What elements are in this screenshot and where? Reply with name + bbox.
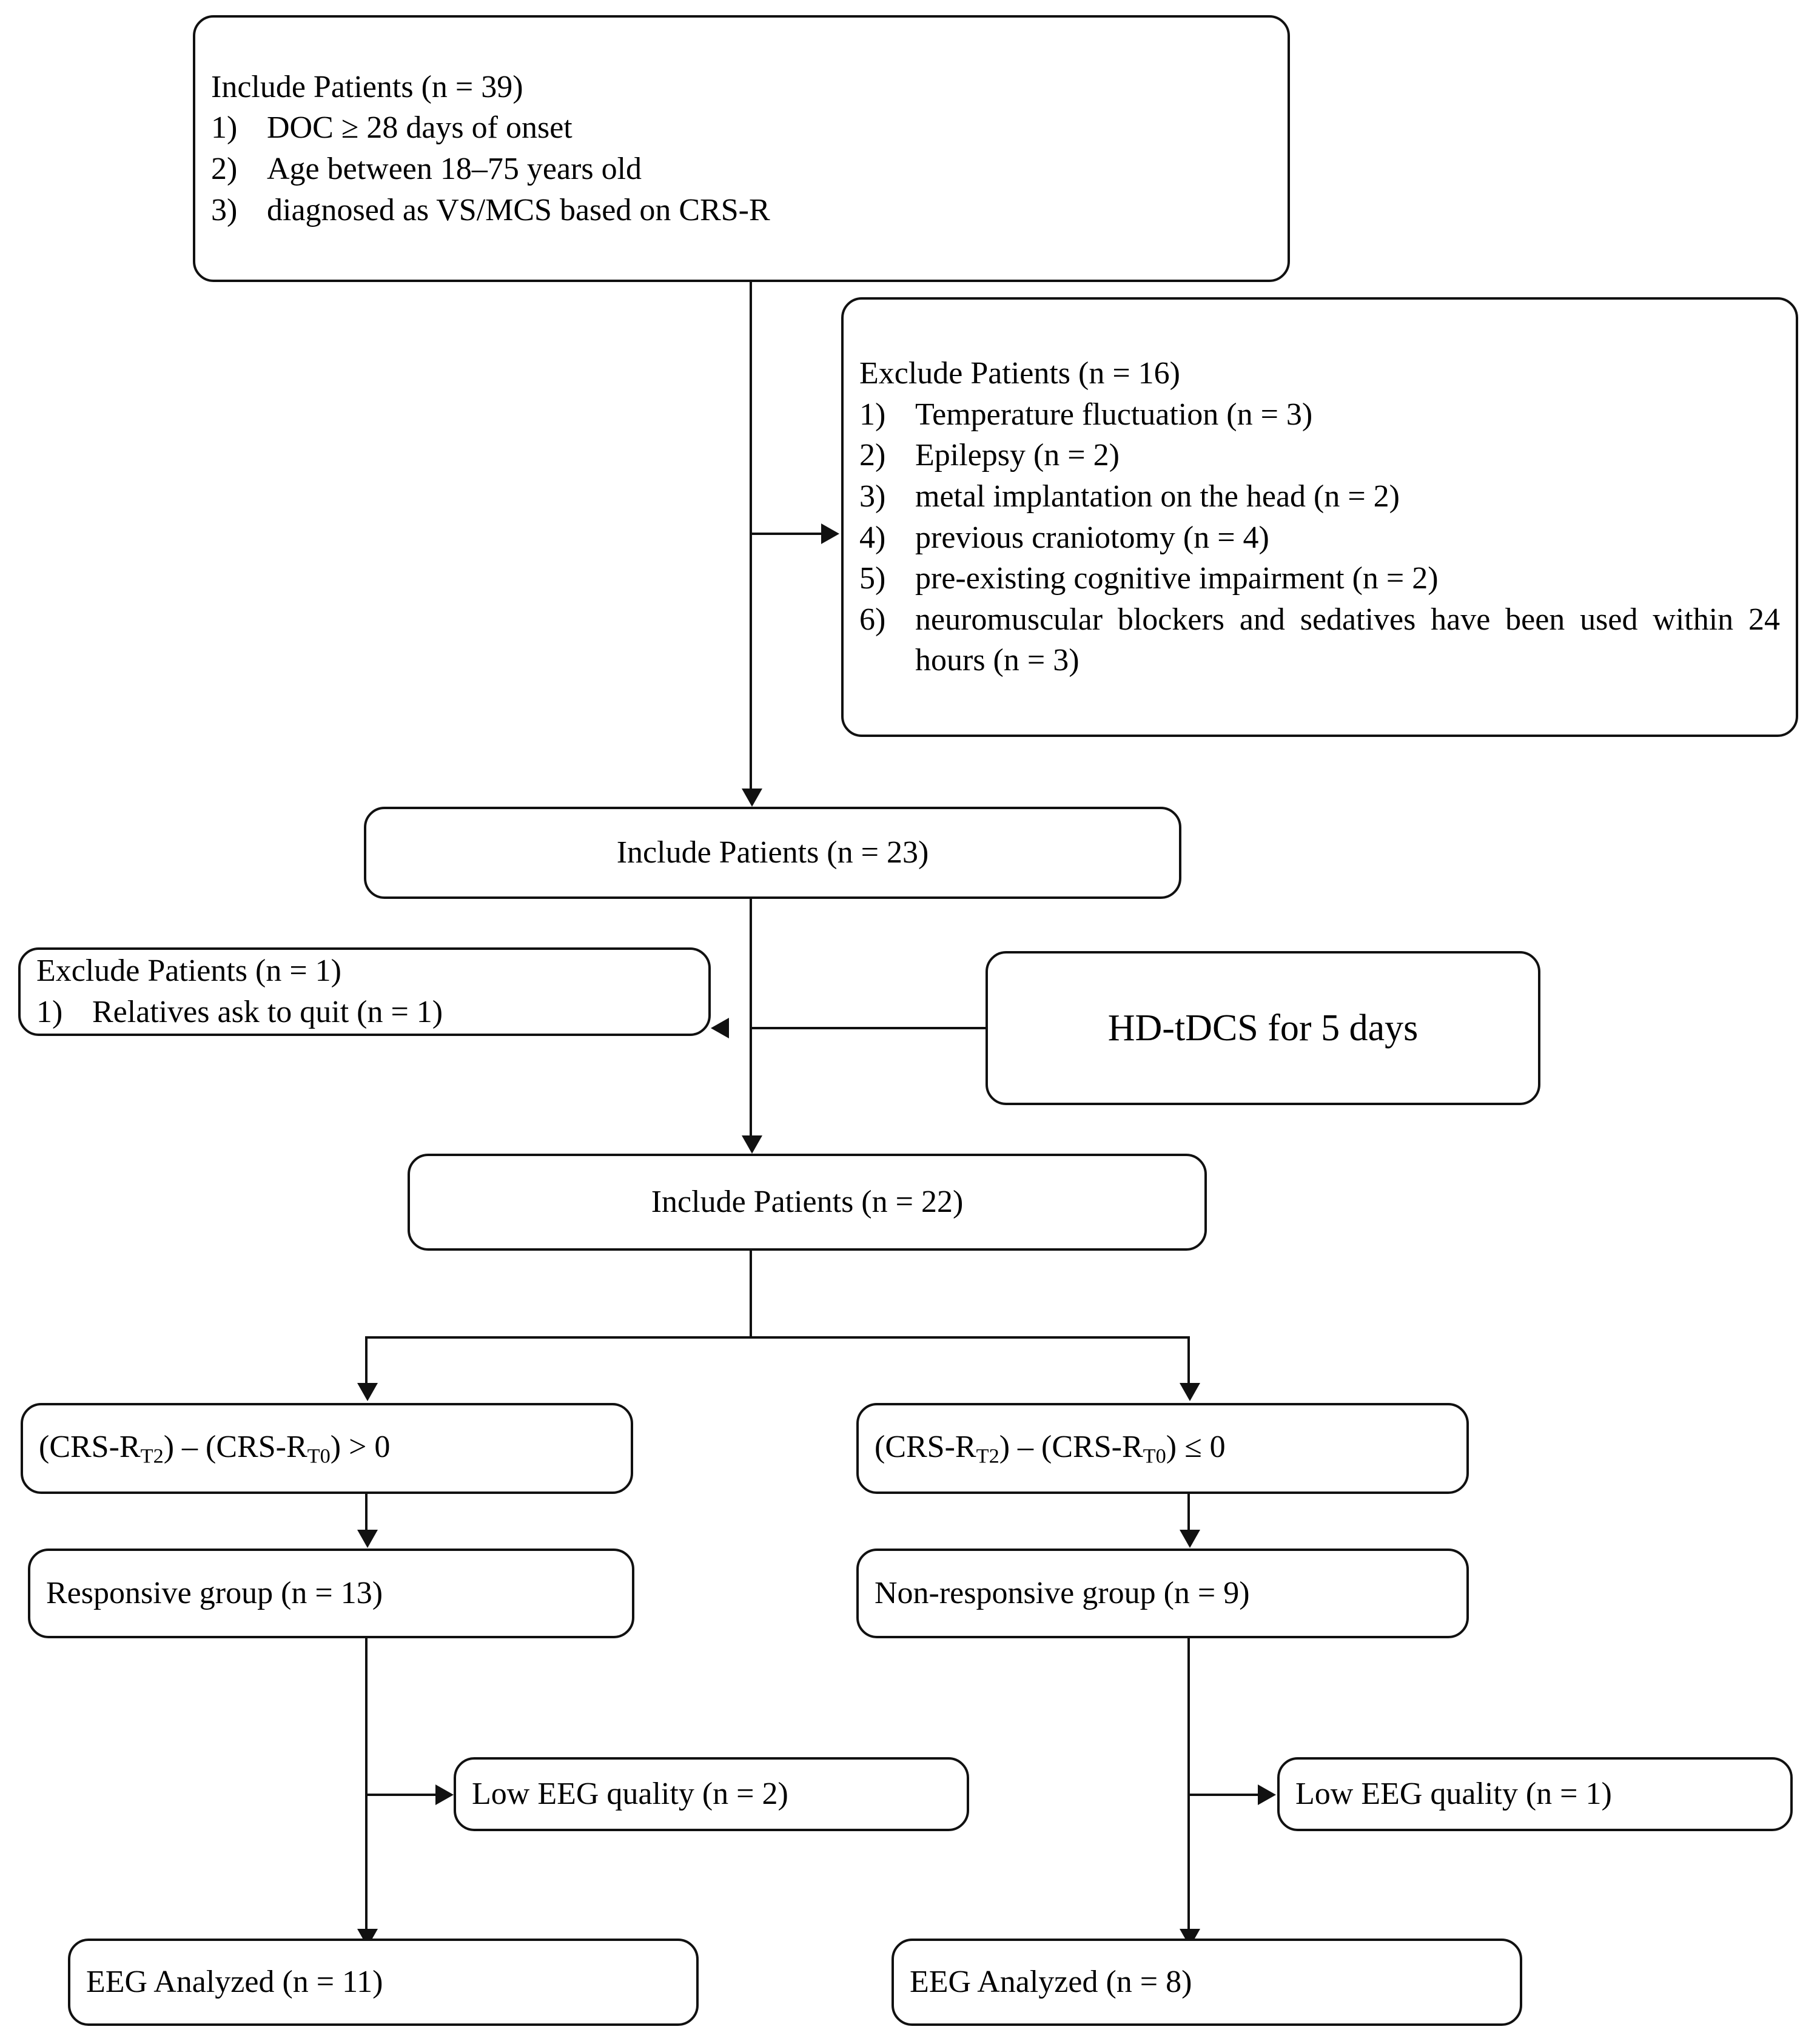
node-exclude-16: Exclude Patients (n = 16) 1) Temperature…	[841, 297, 1798, 737]
arrowhead-into-lowq-right	[1258, 1784, 1276, 1805]
condition-nonresponsive-sub-t2: T2	[976, 1445, 999, 1468]
include-39-item-2-number: 2)	[211, 152, 238, 186]
include-39-item-1-number: 1)	[211, 110, 238, 146]
connector-split-left-drop	[365, 1336, 368, 1385]
connector-split-right-drop	[1187, 1336, 1190, 1385]
connector-nonresponsive-to-lowq-right	[1187, 1794, 1258, 1796]
node-eeg-analyzed-left: EEG Analyzed (n = 11)	[68, 1939, 699, 2026]
arrowhead-into-nonresponsive	[1180, 1530, 1200, 1548]
arrowhead-into-include22	[742, 1135, 762, 1154]
arrowhead-into-lowq-left	[435, 1784, 454, 1805]
include-39-item-3-text: diagnosed as VS/MCS based on CRS-R	[267, 192, 770, 227]
include-22-label: Include Patients (n = 22)	[651, 1185, 964, 1220]
exclude-1-item-1: 1) Relatives ask to quit (n = 1)	[36, 992, 693, 1033]
node-include-23: Include Patients (n = 23)	[364, 807, 1181, 899]
exclude-16-item-2-number: 2)	[859, 438, 886, 473]
exclude-16-item-4: 4) previous craniotomy (n = 4)	[859, 517, 1780, 559]
exclude-16-item-3: 3) metal implantation on the head (n = 2…	[859, 476, 1780, 517]
include-39-item-3-number: 3)	[211, 192, 238, 227]
node-low-eeg-quality-right: Low EEG quality (n = 1)	[1277, 1757, 1793, 1831]
exclude-16-item-1: 1) Temperature fluctuation (n = 3)	[859, 394, 1780, 436]
condition-responsive-prefix: (CRS-R	[39, 1430, 141, 1465]
hd-tdcs-label: HD-tDCS for 5 days	[1107, 1007, 1419, 1049]
condition-nonresponsive-label: (CRS-RT2) – (CRS-RT0) ≤ 0	[875, 1427, 1451, 1470]
connector-responsive-to-lowq-left	[365, 1794, 435, 1796]
node-condition-nonresponsive: (CRS-RT2) – (CRS-RT0) ≤ 0	[856, 1403, 1469, 1494]
exclude-16-item-5-number: 5)	[859, 561, 886, 596]
exclude-1-heading: Exclude Patients (n = 1)	[36, 953, 341, 989]
exclude-16-item-6-number: 6)	[859, 602, 886, 637]
exclude-16-heading: Exclude Patients (n = 16)	[859, 356, 1180, 391]
node-low-eeg-quality-left: Low EEG quality (n = 2)	[454, 1757, 969, 1831]
connector-nonresponsive-to-eeg-right	[1187, 1638, 1190, 1931]
arrowhead-into-cond-right	[1180, 1383, 1200, 1401]
node-eeg-analyzed-right: EEG Analyzed (n = 8)	[892, 1939, 1522, 2026]
exclude-1-item-1-text: Relatives ask to quit (n = 1)	[92, 995, 443, 1029]
include-39-item-2: 2) Age between 18–75 years old	[211, 149, 1272, 190]
connector-trunk-to-exclude16	[750, 533, 821, 535]
condition-responsive-suffix: ) > 0	[330, 1430, 391, 1465]
node-responsive-group: Responsive group (n = 13)	[28, 1549, 634, 1638]
include-39-item-1-text: DOC ≥ 28 days of onset	[267, 110, 573, 146]
nonresponsive-group-label: Non-responsive group (n = 9)	[875, 1576, 1250, 1611]
node-include-22: Include Patients (n = 22)	[408, 1154, 1207, 1251]
eeg-analyzed-right-label: EEG Analyzed (n = 8)	[910, 1965, 1192, 2000]
connector-split-bus	[365, 1336, 1190, 1339]
include-39-item-1: 1) DOC ≥ 28 days of onset	[211, 107, 1272, 149]
node-hd-tdcs: HD-tDCS for 5 days	[986, 951, 1540, 1105]
low-eeg-quality-right-label: Low EEG quality (n = 1)	[1295, 1777, 1612, 1812]
node-condition-responsive: (CRS-RT2) – (CRS-RT0) > 0	[21, 1403, 633, 1494]
exclude-16-item-2-text: Epilepsy (n = 2)	[915, 438, 1120, 473]
exclude-16-item-6-text: neuromuscular blockers and sedatives hav…	[915, 602, 1780, 678]
exclude-16-item-4-text: previous craniotomy (n = 4)	[915, 520, 1269, 555]
low-eeg-quality-left-label: Low EEG quality (n = 2)	[472, 1777, 788, 1812]
condition-nonresponsive-middle: ) – (CRS-R	[999, 1430, 1143, 1465]
connector-cond-left-to-responsive	[365, 1494, 368, 1532]
include-39-heading: Include Patients (n = 39)	[211, 69, 523, 104]
include-39-item-2-text: Age between 18–75 years old	[267, 152, 642, 186]
arrowhead-into-exclude16	[821, 523, 839, 544]
exclude-16-item-5-text: pre-existing cognitive impairment (n = 2…	[915, 561, 1439, 596]
condition-responsive-label: (CRS-RT2) – (CRS-RT0) > 0	[39, 1427, 615, 1470]
responsive-group-label: Responsive group (n = 13)	[46, 1576, 383, 1611]
node-include-39: Include Patients (n = 39) 1) DOC ≥ 28 da…	[193, 15, 1290, 282]
connector-include23-to-include22	[750, 899, 752, 1137]
exclude-16-item-1-text: Temperature fluctuation (n = 3)	[915, 397, 1313, 432]
exclude-16-item-6: 6) neuromuscular blockers and sedatives …	[859, 599, 1780, 681]
condition-responsive-sub-t0: T0	[307, 1445, 331, 1468]
exclude-16-item-3-number: 3)	[859, 479, 886, 514]
condition-nonresponsive-sub-t0: T0	[1143, 1445, 1166, 1468]
eeg-analyzed-left-label: EEG Analyzed (n = 11)	[86, 1965, 383, 2000]
exclude-16-item-4-number: 4)	[859, 520, 886, 555]
node-exclude-1: Exclude Patients (n = 1) 1) Relatives as…	[18, 947, 711, 1036]
exclude-16-item-1-number: 1)	[859, 397, 886, 432]
exclude-16-item-2: 2) Epilepsy (n = 2)	[859, 435, 1780, 476]
condition-responsive-sub-t2: T2	[140, 1445, 164, 1468]
connector-include39-to-include23	[750, 282, 752, 790]
connector-include22-stem	[750, 1251, 752, 1337]
include-23-label: Include Patients (n = 23)	[616, 835, 929, 870]
include-39-item-3: 3) diagnosed as VS/MCS based on CRS-R	[211, 190, 1272, 231]
arrowhead-into-include23	[742, 789, 762, 807]
connector-responsive-to-eeg-left	[365, 1638, 368, 1931]
connector-cond-right-to-nonresponsive	[1187, 1494, 1190, 1532]
exclude-16-item-3-text: metal implantation on the head (n = 2)	[915, 479, 1400, 514]
arrowhead-into-cond-left	[357, 1383, 378, 1401]
condition-responsive-middle: ) – (CRS-R	[163, 1430, 307, 1465]
exclude-16-item-5: 5) pre-existing cognitive impairment (n …	[859, 558, 1780, 599]
condition-nonresponsive-suffix: ) ≤ 0	[1166, 1430, 1226, 1465]
arrowhead-into-responsive	[357, 1530, 378, 1548]
condition-nonresponsive-prefix: (CRS-R	[875, 1430, 976, 1465]
exclude-1-item-1-number: 1)	[36, 995, 63, 1029]
arrowhead-into-exclude1	[711, 1018, 729, 1038]
connector-hdtdcs-to-trunk	[750, 1027, 986, 1029]
node-nonresponsive-group: Non-responsive group (n = 9)	[856, 1549, 1469, 1638]
